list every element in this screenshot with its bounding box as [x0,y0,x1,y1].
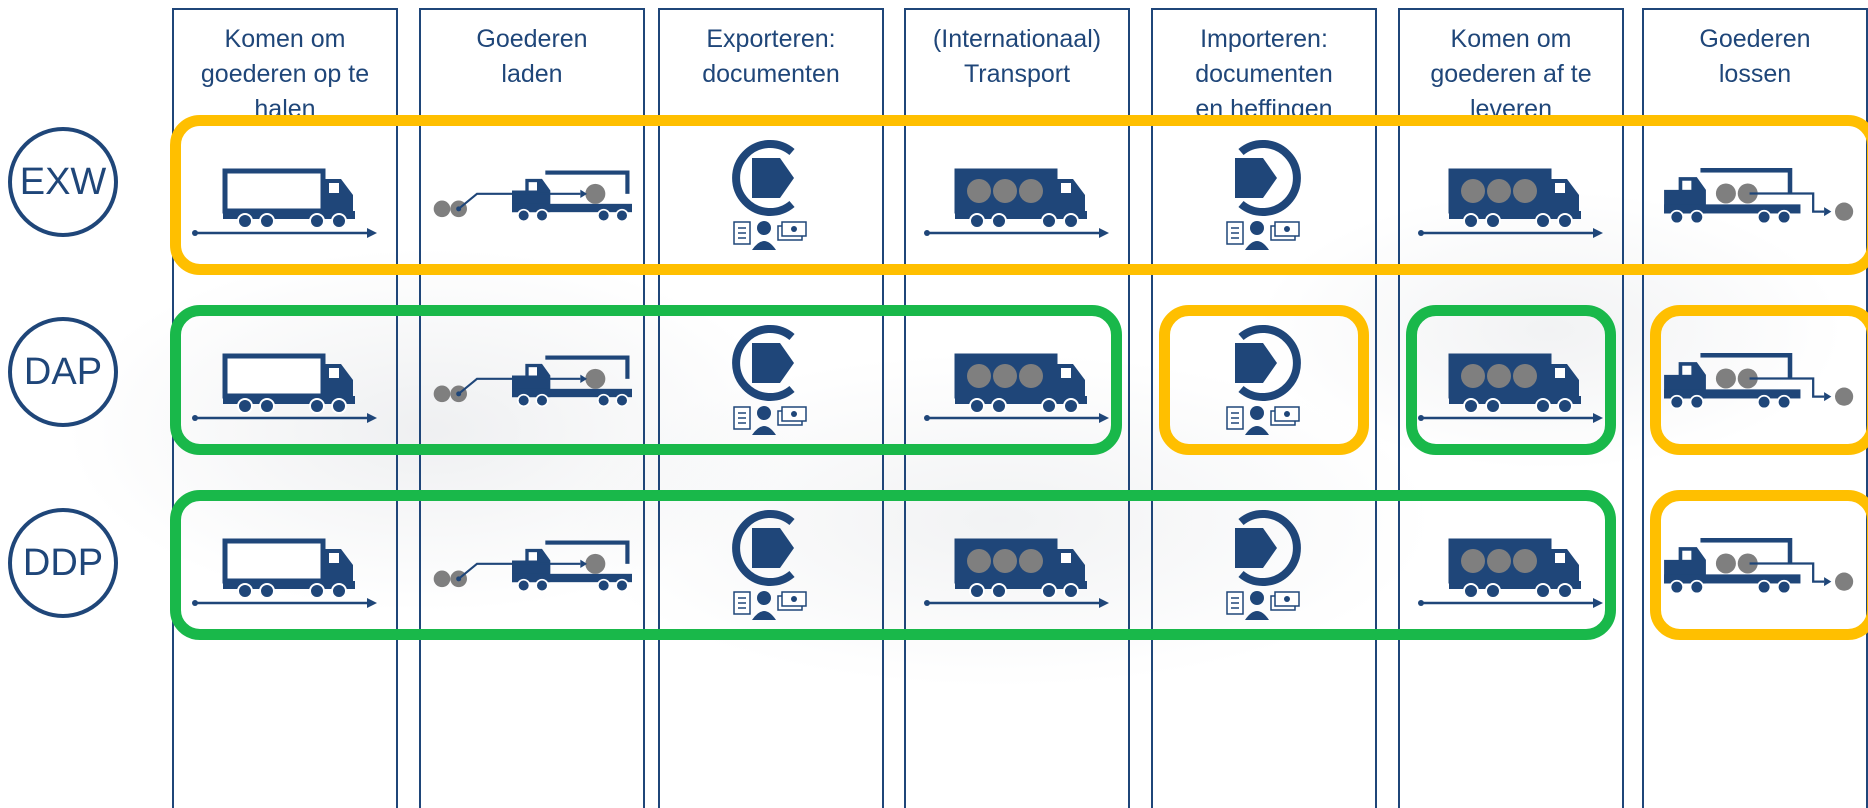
seller-responsibility-box [1650,490,1868,640]
truck-empty-icon [185,153,385,248]
column-6: Komen om goederen af te leveren [1398,8,1624,808]
customs-import-icon [1194,138,1334,263]
column-header: Komen om goederen op te halen [200,25,370,123]
truck-unloading-icon [1655,523,1855,618]
buyer-responsibility-box [170,490,1616,640]
customs-import-icon [1194,508,1334,633]
column-header: Goederen laden [476,25,588,88]
buyer-responsibility-box [1406,305,1616,455]
seller-responsibility-box [1159,305,1369,455]
customs-export-icon [701,323,841,448]
truck-loaded-icon [1411,153,1611,248]
truck-loaded-icon [1411,523,1611,618]
truck-loaded-icon [917,153,1117,248]
truck-loaded-icon [917,338,1117,433]
column-header: Goederen lossen [1699,25,1811,88]
truck-loaded-icon [1411,338,1611,433]
column-header: Komen om goederen af te leveren [1430,25,1592,123]
truck-empty-icon [185,338,385,433]
truck-loaded-icon [917,523,1117,618]
column-2: Goederen laden [419,8,645,808]
truck-loading-icon [432,338,637,433]
seller-responsibility-box [170,115,1868,275]
incoterm-label-dap: DAP [8,317,118,427]
buyer-responsibility-box [170,305,1122,455]
column-4: (Internationaal) Transport [904,8,1130,808]
column-header: Exporteren: documenten [702,25,840,88]
column-header: Importeren: documenten en heffingen [1195,25,1333,123]
column-header: (Internationaal) Transport [932,25,1102,88]
incoterm-label-exw: EXW [8,127,118,237]
seller-responsibility-box [1650,305,1868,455]
column-3: Exporteren: documenten [658,8,884,808]
truck-loading-icon [432,153,637,248]
truck-unloading-icon [1655,338,1855,433]
truck-loading-icon [432,523,637,618]
customs-export-icon [701,508,841,633]
customs-export-icon [701,138,841,263]
truck-empty-icon [185,523,385,618]
truck-unloading-icon [1655,153,1855,248]
incoterm-label-ddp: DDP [8,508,118,618]
customs-import-icon [1194,323,1334,448]
